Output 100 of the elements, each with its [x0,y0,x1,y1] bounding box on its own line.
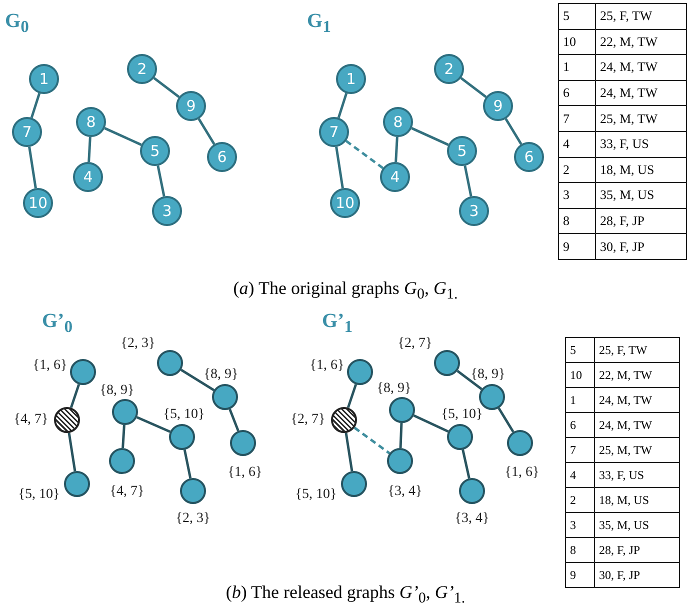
graph-edge [88,136,92,162]
graph-edge [228,408,240,432]
graph-node: 3 [152,196,182,226]
graph-node: 4 [380,162,410,192]
graph-edge [344,432,354,472]
node-circle [507,430,533,456]
node-id-cell: 2 [558,157,596,183]
graph-node: 8 [76,107,106,137]
node-circle [387,448,413,474]
node-annotation: {1, 6} [32,358,68,374]
graph-edge [180,368,215,392]
node-annotation: {3, 4} [454,511,490,527]
graph-node: 10 [330,188,360,218]
attribute-cell: 28, F, JP [596,208,686,234]
node-id-cell: 3 [566,512,594,538]
dashed-edge [354,426,390,454]
node-id-cell: 6 [558,80,596,106]
graph-node: 3 [459,196,489,226]
node-id-cell: 9 [566,562,594,588]
graph-title: G$_{0}$ [5,10,29,37]
attribute-cell: 18, M, US [594,488,680,512]
node-circle [64,471,90,497]
attribute-cell: 28, F, JP [594,538,680,562]
attribute-cell: 22, M, TW [596,29,686,55]
node-id-cell: 10 [566,362,594,388]
graph-edge [335,146,344,188]
graph-edge [413,414,449,433]
node-circle [112,399,138,425]
graph-edge [198,118,216,145]
graph-node: 10 [23,188,53,218]
attribute-cell: 24, M, TW [596,80,686,106]
graph-edge [70,384,80,408]
figure-caption: (a) The original graphs G$_{0}$, G$_{1.}$ [233,278,458,298]
graph-edge [464,165,472,197]
hatched-node-circle [54,407,80,433]
graph-edge [346,384,358,408]
graph-node: 7 [319,117,349,147]
node-annotation: {1, 6} [504,465,540,481]
hatched-node-circle [331,407,357,433]
graph-node: 9 [483,91,513,121]
graph-node: 6 [514,142,544,172]
attribute-cell: 25, M, TW [596,106,686,132]
graph-node: 1 [29,64,59,94]
graph-node: 7 [12,117,42,147]
node-annotation: {5, 10} [163,407,205,423]
node-circle [389,397,415,423]
node-annotation: {8, 9} [100,383,134,399]
node-annotation: {8, 9} [204,367,238,383]
attribute-cell: 22, M, TW [594,362,680,388]
node-id-cell: 2 [566,488,594,512]
node-annotation: {8, 9} [376,381,412,397]
attribute-cell: 24, M, TW [594,388,680,412]
graph-edge [411,127,449,146]
node-annotation: {4, 7} [110,484,144,500]
node-annotation: {2, 7} [398,336,432,352]
node-id-cell: 1 [566,388,594,412]
graph-edge [462,449,470,479]
attribute-cell: 35, M, US [594,512,680,538]
figure-caption: (b) The released graphs G’$_{0}$, G’$_{1.}$ [226,582,466,602]
node-id-cell: 9 [558,234,596,260]
node-id-cell: 5 [566,338,594,362]
graph-title: G$_{1}$ [307,10,331,37]
node-circle [347,359,373,385]
node-annotation: {2, 3} [176,511,210,527]
graph-title: G’$_{1}$ [322,310,353,337]
node-id-cell: 5 [558,4,596,30]
attribute-cell: 18, M, US [596,157,686,183]
node-id-cell: 6 [566,412,594,438]
node-circle [434,350,460,376]
graph-node: 2 [127,54,157,84]
node-circle [70,359,96,385]
graph-node: 5 [447,136,477,166]
graph-edge [399,422,403,448]
node-annotation: {2, 7} [290,412,326,428]
attribute-cell: 25, M, TW [594,438,680,462]
attribute-cell: 24, M, TW [594,412,680,438]
graph-title: G’$_{0}$ [42,310,73,337]
attribute-cell: 33, F, US [596,131,686,158]
node-id-cell: 7 [566,438,594,462]
node-id-cell: 8 [558,208,596,234]
attribute-cell: 25, F, TW [596,4,686,30]
node-circle [212,384,238,410]
graph-edge [68,432,76,472]
node-circle [157,350,183,376]
node-annotation: {4, 7} [14,412,48,428]
node-id-cell: 7 [558,106,596,132]
graph-node: 4 [73,162,103,192]
graph-node: 5 [140,136,170,166]
graph-edge [28,146,37,188]
graph-node: 1 [336,64,366,94]
attribute-cell: 30, F, JP [596,234,686,260]
node-circle [447,424,473,450]
graph-edge [394,136,398,162]
graph-edge [183,450,192,478]
attribute-cell: 24, M, TW [596,54,686,80]
graph-node: 8 [383,107,413,137]
node-annotation: {1, 6} [310,358,344,374]
node-id-cell: 1 [558,54,596,80]
node-id-cell: 10 [558,29,596,55]
node-id-cell: 4 [566,462,594,488]
